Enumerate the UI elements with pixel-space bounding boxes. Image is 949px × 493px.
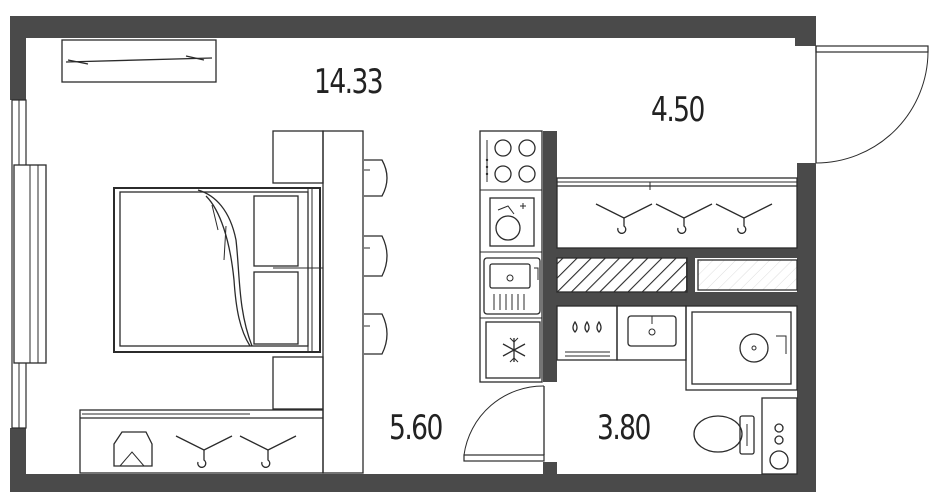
ventilation-shaft bbox=[556, 257, 688, 293]
hanger-icon bbox=[175, 435, 233, 468]
bar-counter bbox=[272, 130, 364, 474]
washing-machine-icon bbox=[556, 305, 618, 361]
right-wall-lower bbox=[797, 163, 816, 492]
left-wall-upper bbox=[10, 16, 26, 100]
bar-stools bbox=[364, 159, 388, 355]
bar-stool bbox=[364, 313, 388, 355]
boiler-icon bbox=[761, 397, 798, 475]
hanger-icon bbox=[655, 203, 713, 234]
utility-shaft bbox=[697, 259, 798, 291]
hanger-icon bbox=[239, 435, 297, 468]
bath-top-wall bbox=[557, 292, 797, 306]
bed bbox=[113, 187, 321, 353]
hanger-icon bbox=[595, 203, 653, 234]
storage-divider-wall bbox=[557, 248, 797, 258]
hallway-area-label: 5.60 bbox=[389, 408, 443, 448]
left-wall-notch-top bbox=[10, 88, 18, 100]
bar-stool bbox=[364, 235, 388, 277]
main-room-area-label: 14.33 bbox=[314, 62, 384, 102]
hanger-icon bbox=[715, 203, 773, 234]
bathroom-sink-icon bbox=[616, 305, 687, 361]
bathroom-door bbox=[463, 385, 545, 462]
shower-icon bbox=[685, 305, 798, 391]
kitchen-partition-wall bbox=[543, 131, 557, 382]
top-wall bbox=[10, 16, 816, 38]
bathroom-area-label: 3.80 bbox=[597, 408, 651, 448]
walls bbox=[10, 16, 816, 492]
bar-stool bbox=[364, 159, 388, 197]
toilet-icon bbox=[693, 415, 755, 455]
vacuum-icon bbox=[113, 431, 153, 467]
hall-bath-wall-stub bbox=[543, 462, 557, 492]
wardrobe-right bbox=[556, 177, 798, 249]
dishwasher-icon bbox=[480, 197, 542, 253]
entrance-door bbox=[815, 45, 929, 164]
fridge-icon bbox=[485, 321, 541, 379]
bath-upper-pillar bbox=[686, 258, 695, 292]
bottom-wall bbox=[10, 474, 810, 492]
cooktop-icon bbox=[480, 139, 542, 191]
right-wall-top bbox=[795, 16, 816, 46]
wardrobe-left bbox=[79, 409, 324, 474]
tv-shelf bbox=[61, 39, 217, 83]
kitchen-units bbox=[479, 130, 543, 383]
balcony-area-label: 4.50 bbox=[651, 90, 705, 130]
sink-icon bbox=[480, 257, 542, 319]
left-window bbox=[11, 99, 47, 429]
